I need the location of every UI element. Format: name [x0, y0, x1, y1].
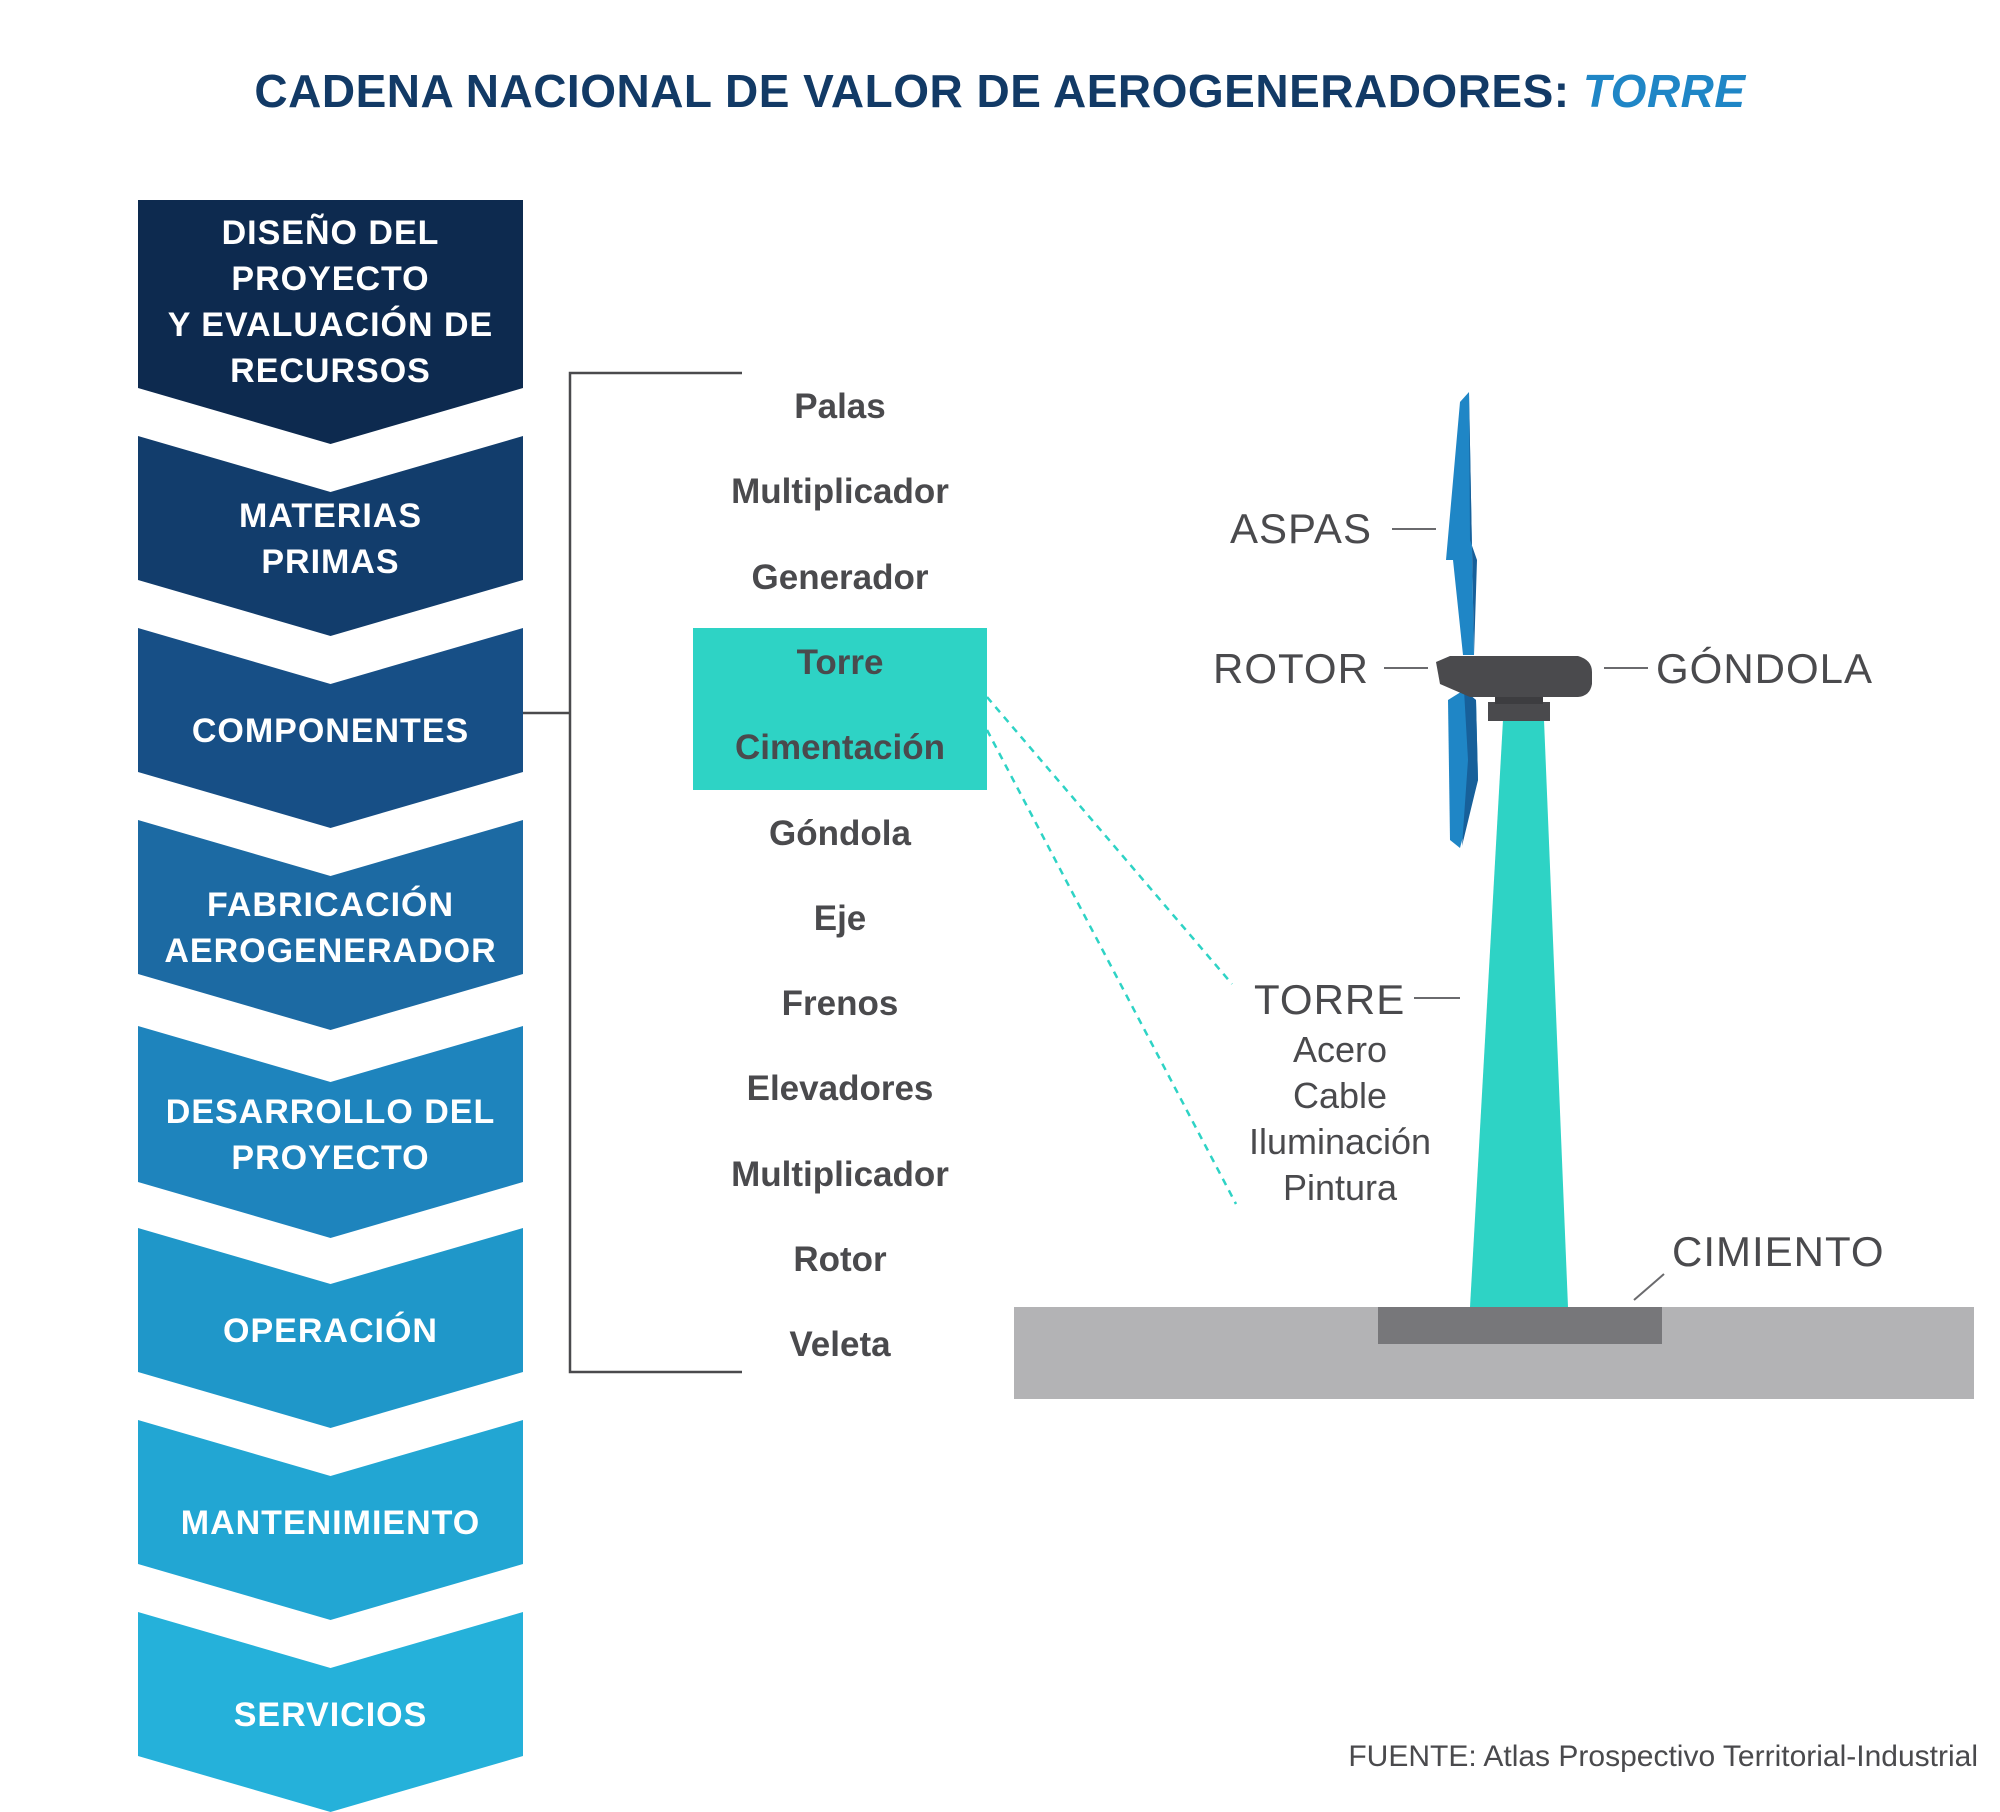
blade-upper — [1446, 392, 1474, 655]
torre-material: Acero — [1292, 1029, 1388, 1070]
label-cimiento: CIMIENTO — [1672, 1228, 1885, 1275]
value-chain-step-line: FABRICACIÓN — [206, 886, 455, 924]
chevron-shape — [138, 820, 523, 1030]
chevron-shape — [138, 1026, 523, 1238]
value-chain-step-line: DISEÑO DEL — [221, 214, 440, 252]
tower-shape — [1470, 720, 1568, 1307]
value-chain-step: MATERIAS PRIMAS — [150, 493, 511, 585]
value-chain-step-line: Y EVALUACIÓN DE — [167, 306, 494, 344]
page-title: CADENA NACIONAL DE VALOR DE AEROGENERADO… — [0, 64, 2000, 118]
value-chain-step-line: SERVICIOS — [233, 1696, 428, 1734]
component-item: Generador — [751, 557, 929, 597]
value-chain: DISEÑO DEL PROYECTO Y EVALUACIÓN DE RECURSO… — [138, 200, 523, 1812]
value-chain-step-line: AEROGENERADOR — [164, 932, 497, 970]
value-chain-step-line: MATERIAS — [238, 497, 423, 535]
tower-top-collar — [1495, 696, 1543, 704]
value-chain-step-line: DESARROLLO DEL — [165, 1093, 496, 1131]
components-highlight — [693, 628, 987, 790]
chevron-shape — [138, 436, 523, 636]
chevron-shape — [138, 628, 523, 828]
blade-upper-shade — [1469, 392, 1477, 655]
value-chain-step: COMPONENTES — [150, 708, 511, 754]
chevron-shape — [138, 1420, 523, 1620]
component-item: Frenos — [781, 984, 899, 1024]
component-item: Veleta — [789, 1325, 891, 1365]
value-chain-step-line: PRIMAS — [261, 543, 400, 581]
value-chain-step-line: OPERACIÓN — [223, 1312, 438, 1350]
dashed-link-2 — [985, 729, 1238, 1205]
cimiento-leader — [1633, 1273, 1665, 1301]
component-item: Multiplicador — [731, 472, 949, 512]
component-item: Elevadores — [746, 1069, 934, 1109]
blade-lower-shade — [1462, 690, 1478, 846]
value-chain-step-line: RECURSOS — [230, 352, 431, 390]
value-chain-step-line: PROYECTO — [231, 1139, 430, 1177]
component-item: Eje — [813, 898, 867, 938]
nacelle-shape — [1436, 656, 1592, 697]
component-item: Cimentación — [734, 728, 946, 768]
label-aspas: ASPAS — [1230, 505, 1372, 552]
value-chain-step: SERVICIOS — [150, 1692, 511, 1738]
value-chain-step: MANTENIMIENTO — [150, 1500, 511, 1546]
component-item: Rotor — [793, 1240, 887, 1279]
title-accent: TORRE — [1582, 65, 1746, 117]
value-chain-step-line: MANTENIMIENTO — [180, 1504, 481, 1542]
tower-top-flange — [1488, 702, 1550, 721]
label-torre: TORRE — [1254, 976, 1406, 1023]
value-chain-step-line: PROYECTO — [231, 260, 430, 298]
value-chain-step: OPERACIÓN — [150, 1308, 511, 1354]
chevron-shape — [138, 200, 523, 444]
component-item: Multiplicador — [731, 1154, 949, 1194]
torre-material: Pintura — [1282, 1167, 1398, 1208]
value-chain-step-line: COMPONENTES — [191, 712, 470, 750]
torre-material: Cable — [1292, 1075, 1388, 1116]
component-item: Palas — [794, 387, 886, 426]
title-main: CADENA NACIONAL DE VALOR DE AEROGENERADO… — [254, 65, 1570, 117]
source-note: FUENTE: Atlas Prospectivo Territorial-In… — [1348, 1740, 1978, 1773]
label-gondola: GÓNDOLA — [1656, 645, 1874, 692]
dashed-link-1 — [986, 696, 1233, 985]
component-item: Torre — [796, 642, 884, 682]
foundation — [1378, 1307, 1662, 1344]
value-chain-step: FABRICACIÓN AEROGENERADOR — [150, 882, 511, 974]
torre-material: Iluminación — [1248, 1121, 1432, 1162]
chevron-shape — [138, 1612, 523, 1812]
components-bracket — [568, 371, 742, 1374]
component-item: Góndola — [769, 813, 911, 853]
label-rotor: ROTOR — [1213, 645, 1369, 692]
value-chain-step: DESARROLLO DEL PROYECTO — [150, 1089, 511, 1181]
value-chain-step: DISEÑO DEL PROYECTO Y EVALUACIÓN DE RECURSO… — [150, 210, 511, 394]
chevron-shape — [138, 1228, 523, 1428]
